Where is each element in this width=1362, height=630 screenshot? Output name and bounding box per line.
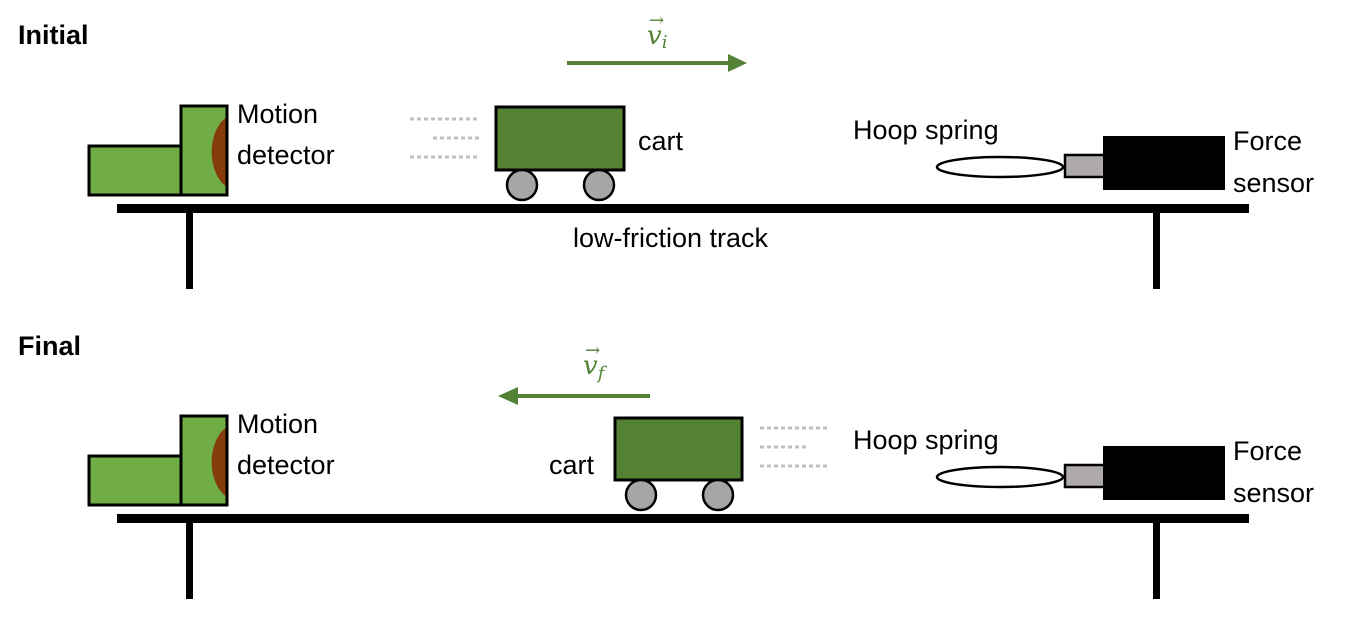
velocity-label-initial: vi — [647, 21, 667, 53]
cart-initial — [494, 105, 626, 202]
cart-body — [613, 416, 744, 482]
detector-lens-icon — [211, 118, 226, 186]
motion-detector-label-line1: Motion — [237, 409, 318, 439]
force-sensor-label-line2: sensor — [1233, 478, 1314, 508]
track-rail — [117, 514, 1249, 523]
track-leg-left — [186, 212, 193, 289]
track-final — [117, 514, 1249, 599]
final-panel: Final vf → Motion detector cart — [18, 331, 1314, 599]
initial-panel: Initial vi → Motion detector — [18, 10, 1314, 289]
motion-detector-label-line1: Motion — [237, 99, 318, 129]
spring-label-initial: Hoop spring — [853, 115, 999, 145]
track-label: low-friction track — [573, 223, 769, 253]
wheel-icon — [701, 478, 735, 512]
track-rail — [117, 204, 1249, 213]
velocity-initial: vi → — [567, 10, 747, 72]
wheel-icon — [505, 168, 539, 202]
track-initial — [117, 204, 1249, 289]
hoop-spring-final — [935, 465, 1065, 489]
spring-label-final: Hoop spring — [853, 425, 999, 455]
wheel-icon — [624, 478, 658, 512]
cart-body — [494, 105, 626, 172]
cart-label-initial: cart — [638, 126, 684, 156]
detector-body — [87, 454, 183, 507]
vector-arrow-icon: → — [585, 340, 600, 361]
track-leg-right — [1153, 212, 1160, 289]
panel-title-initial: Initial — [18, 20, 89, 50]
velocity-final: vf → — [498, 340, 650, 405]
hoop-spring-initial — [935, 155, 1065, 179]
wheel-icon — [582, 168, 616, 202]
cart-final — [613, 416, 744, 512]
force-sensor-initial — [1103, 136, 1225, 190]
track-leg-left — [186, 522, 193, 599]
sensor-probe — [1063, 463, 1107, 489]
sensor-probe — [1063, 153, 1107, 179]
arrowhead-icon — [498, 387, 518, 405]
force-sensor-label-line1: Force — [1233, 126, 1302, 156]
panel-title-final: Final — [18, 331, 81, 361]
vector-arrow-icon: → — [649, 10, 664, 31]
motion-lines-final — [760, 426, 830, 468]
force-sensor-final — [1103, 446, 1225, 500]
motion-detector-label-line2: detector — [237, 450, 335, 480]
force-sensor-label-line2: sensor — [1233, 168, 1314, 198]
detector-lens-icon — [211, 428, 226, 496]
track-leg-right — [1153, 522, 1160, 599]
arrowhead-icon — [728, 54, 747, 72]
force-sensor-label-line1: Force — [1233, 436, 1302, 466]
motion-detector-label-line2: detector — [237, 140, 335, 170]
motion-detector-final — [87, 414, 229, 507]
detector-body — [87, 144, 183, 197]
motion-lines-initial — [410, 117, 480, 159]
motion-detector — [87, 104, 229, 197]
cart-label-final: cart — [549, 450, 595, 480]
